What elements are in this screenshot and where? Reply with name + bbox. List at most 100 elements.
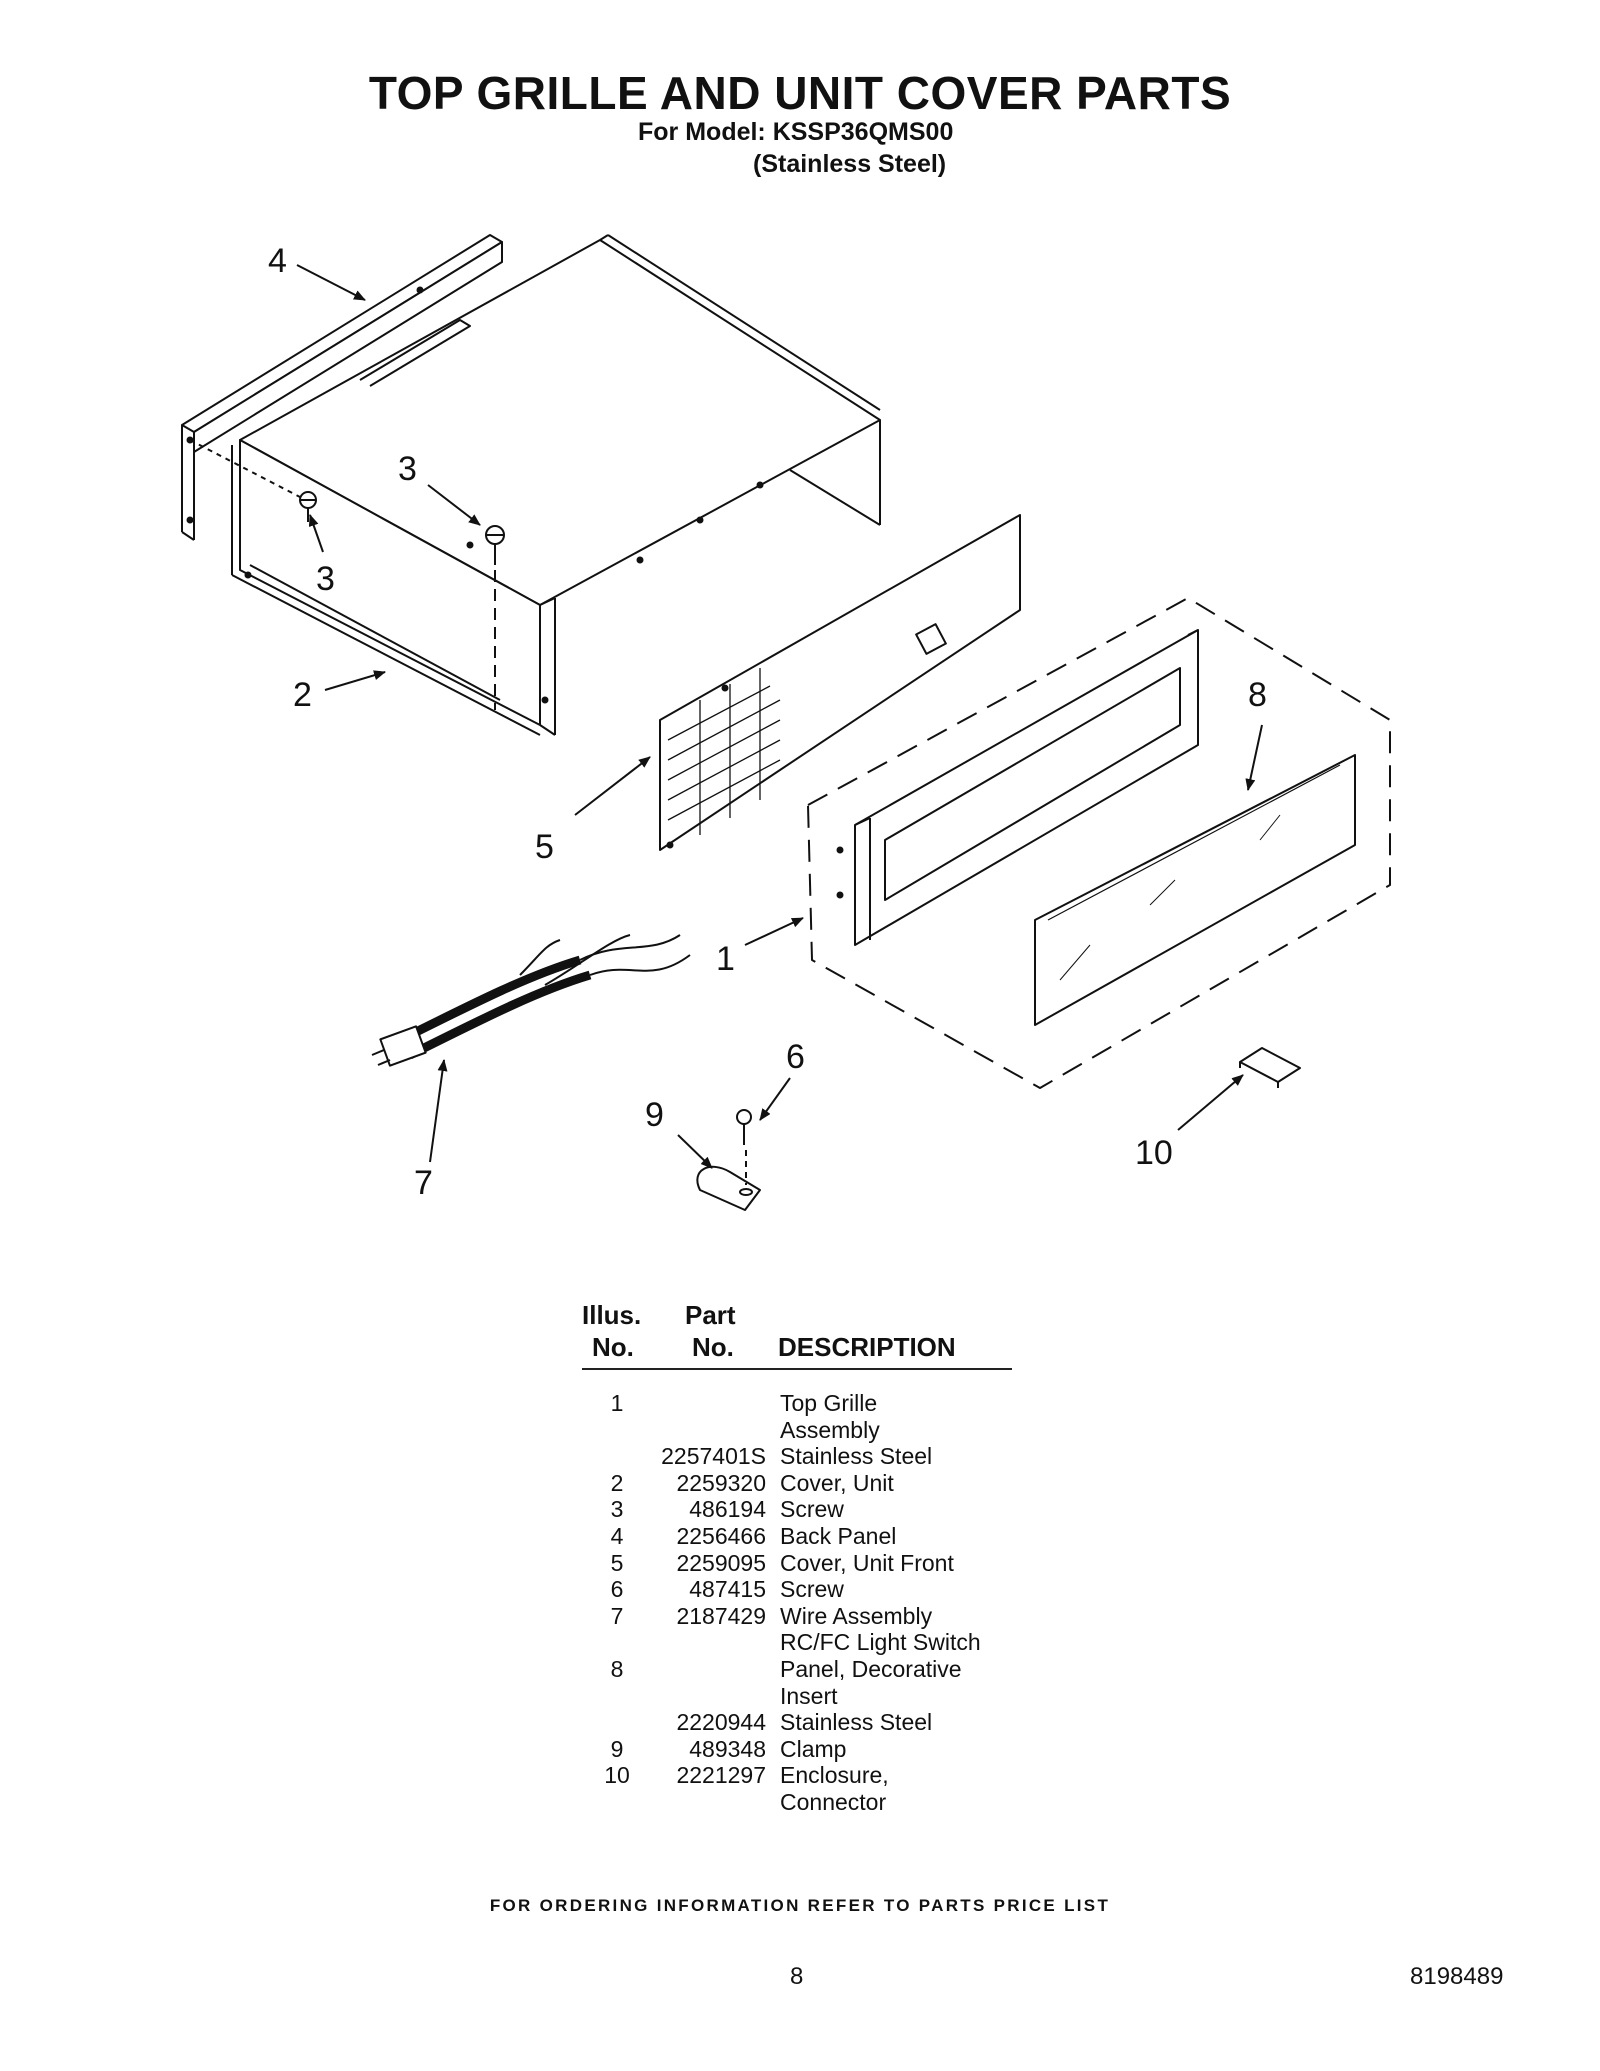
table-row: 1 Top Grille (582, 1390, 1012, 1417)
part-no-cell: 2220944 (676, 1709, 766, 1736)
page-title: TOP GRILLE AND UNIT COVER PARTS (368, 67, 1232, 119)
leader-arrow-3a (427, 484, 481, 526)
leader-arrow-9 (677, 1134, 713, 1169)
part-no-cell: 2259095 (676, 1549, 766, 1576)
leader-arrow-2 (324, 670, 386, 691)
unit-cover-part (231, 234, 881, 736)
description-cell: Top Grille (780, 1390, 878, 1416)
finish-line: (Stainless Steel) (753, 150, 947, 178)
model-line: For Model: KSSP36QMS00 (638, 118, 954, 146)
table-row: 2257401S Stainless Steel (582, 1443, 1012, 1470)
illus-header-top: Illus. (582, 1300, 642, 1330)
table-row: Connector (582, 1789, 1012, 1816)
table-row: 7 2187429 Wire Assembly (582, 1603, 1012, 1630)
table-row: 10 2221297 Enclosure, (582, 1762, 1012, 1789)
description-cell: Insert (780, 1682, 838, 1709)
table-row: RC/FC Light Switch (582, 1629, 1012, 1656)
callout-9: 9 (645, 1096, 664, 1134)
illus-no-cell: 4 (610, 1522, 624, 1549)
table-row: 6 487415 Screw (582, 1576, 1012, 1603)
part-no-cell: 487415 (689, 1576, 766, 1603)
leader-arrow-6 (759, 1077, 791, 1121)
description-cell: Screw (780, 1576, 844, 1603)
description-cell: Cover, Unit (780, 1469, 894, 1496)
leader-arrow-10 (1177, 1074, 1244, 1131)
illus-no-cell: 3 (610, 1496, 624, 1523)
part-no-cell: 2259320 (676, 1469, 766, 1496)
illus-no-cell: 10 (604, 1762, 630, 1789)
part-no-cell: 2257401S (661, 1443, 766, 1470)
description-cell: Screw (780, 1496, 844, 1523)
leader-arrow-3b (308, 514, 324, 553)
part-no-cell: 2187429 (676, 1602, 766, 1629)
description-cell: Stainless Steel (780, 1443, 933, 1470)
leader-arrow-5 (574, 756, 651, 816)
callout-5: 5 (535, 828, 554, 866)
table-row: 2220944 Stainless Steel (582, 1709, 1012, 1736)
leader-arrow-1 (744, 917, 804, 946)
unit-front-cover-part (659, 514, 1021, 851)
callout-8: 8 (1248, 676, 1267, 714)
table-row: 5 2259095 Cover, Unit Front (582, 1550, 1012, 1577)
back-panel-part (181, 234, 503, 541)
part-no-cell: 489348 (689, 1735, 766, 1762)
part-no-cell: 2221297 (676, 1762, 766, 1789)
illus-no-cell: 1 (610, 1390, 624, 1416)
parts-list-table: Illus. No. Part No. DESCRIPTION 1 Top Gri… (582, 1300, 1012, 1816)
screw-part-b (485, 525, 505, 710)
leader-arrow-8 (1245, 724, 1263, 791)
wire-assembly-part (371, 934, 691, 1067)
description-header: DESCRIPTION (778, 1332, 956, 1362)
screw-part-6 (736, 1109, 752, 1185)
leader-arrow-4 (296, 264, 366, 301)
screw-part-a (299, 491, 317, 522)
illus-header-bottom: No. (592, 1332, 634, 1362)
callout-1: 1 (716, 940, 735, 978)
callout-3b: 3 (316, 560, 335, 598)
part-header-top: Part (685, 1300, 736, 1330)
leader-arrow-7 (429, 1059, 448, 1163)
table-row: Assembly (582, 1417, 1012, 1444)
part-no-cell: 2256466 (676, 1522, 766, 1549)
table-row: 2 2259320 Cover, Unit (582, 1470, 1012, 1497)
callout-3a: 3 (398, 450, 417, 488)
description-cell: Clamp (780, 1735, 847, 1762)
document-number: 8198489 (1410, 1963, 1504, 1990)
description-cell: Panel, Decorative (780, 1655, 962, 1682)
illus-no-cell: 2 (610, 1469, 624, 1496)
table-row: 8 Panel, Decorative (582, 1656, 1012, 1683)
callout-4: 4 (268, 242, 287, 280)
illus-no-cell: 6 (610, 1576, 624, 1603)
illus-no-cell: 9 (610, 1735, 624, 1762)
description-cell: Wire Assembly (780, 1602, 933, 1629)
table-row: 4 2256466 Back Panel (582, 1523, 1012, 1550)
clamp-part (696, 1165, 761, 1211)
part-no-cell: 486194 (689, 1496, 766, 1523)
description-cell: Cover, Unit Front (780, 1549, 954, 1576)
table-row: 3 486194 Screw (582, 1496, 1012, 1523)
part-header-bottom: No. (692, 1332, 734, 1362)
top-grille-frame-part (836, 629, 1199, 946)
callout-10: 10 (1135, 1134, 1173, 1172)
illus-no-cell: 8 (610, 1655, 624, 1682)
page-number: 8 (790, 1963, 804, 1990)
description-cell: Enclosure, (780, 1762, 889, 1789)
table-row: 9 489348 Clamp (582, 1736, 1012, 1763)
description-cell: Stainless Steel (780, 1709, 933, 1736)
parts-list-header: Illus. No. Part No. DESCRIPTION (582, 1300, 1012, 1370)
connector-enclosure-part (1239, 1047, 1301, 1088)
ordering-note: FOR ORDERING INFORMATION REFER TO PARTS … (489, 1896, 1111, 1915)
exploded-parts-diagram: 4 3 3 2 5 8 1 6 9 10 7 (181, 234, 1391, 1211)
callout-6: 6 (786, 1038, 805, 1076)
illus-no-cell: 5 (610, 1549, 624, 1576)
table-row: Insert (582, 1683, 1012, 1710)
description-cell: RC/FC Light Switch (780, 1629, 981, 1656)
callout-2: 2 (293, 676, 312, 714)
description-cell: Connector (780, 1788, 887, 1815)
callout-7: 7 (414, 1164, 433, 1202)
decorative-panel-part (1034, 754, 1356, 1026)
illus-no-cell: 7 (610, 1602, 624, 1629)
description-cell: Assembly (780, 1416, 880, 1443)
description-cell: Back Panel (780, 1522, 897, 1549)
